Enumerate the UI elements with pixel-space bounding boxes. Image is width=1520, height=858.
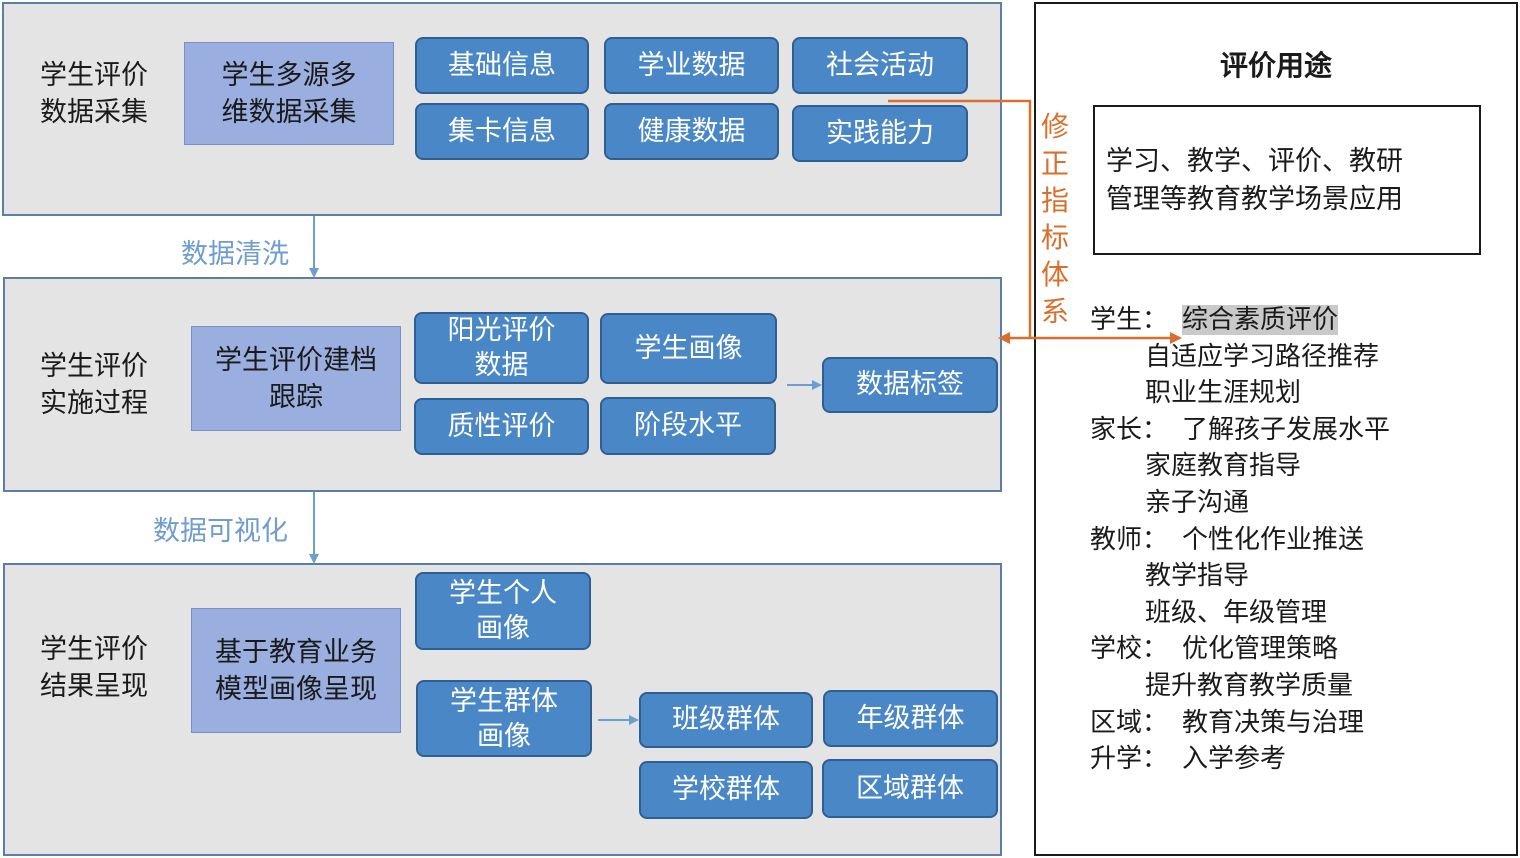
sub-process-box: 基于教育业务模型画像呈现 bbox=[191, 608, 401, 733]
usage-item: 职业生涯规划 bbox=[1145, 378, 1302, 409]
revise-char: 标 bbox=[1040, 221, 1069, 254]
group-chip: 班级群体 bbox=[639, 692, 813, 748]
stage-title: 学生评价 数据采集 bbox=[40, 57, 170, 131]
usage-item: 了解孩子发展水平 bbox=[1182, 414, 1391, 445]
revise-index-label: 修 正 指 标 体 系 bbox=[1038, 108, 1072, 330]
usage-item: 家庭教育指导 bbox=[1145, 451, 1302, 482]
chip-label: 健康数据 bbox=[637, 115, 746, 147]
usage-item: 入学参考 bbox=[1182, 744, 1287, 775]
usage-item: 班级、年级管理 bbox=[1145, 597, 1328, 628]
data-chip: 学生画像 bbox=[600, 313, 777, 384]
usage-item: 优化管理策略 bbox=[1182, 634, 1339, 665]
chip-label: 学生个人画像 bbox=[449, 578, 557, 644]
revise-char: 修 bbox=[1040, 110, 1069, 143]
revise-char: 系 bbox=[1040, 295, 1069, 328]
usage-line: 学生： 综合素质评价 bbox=[1090, 302, 1390, 339]
flow-label-visualize: 数据可视化 bbox=[153, 516, 288, 547]
stage-title-line: 数据采集 bbox=[40, 97, 148, 128]
revise-char: 指 bbox=[1040, 184, 1069, 217]
chip-label: 学校群体 bbox=[672, 774, 780, 805]
data-chip: 阶段水平 bbox=[600, 397, 776, 455]
stage-title-line: 学生评价 bbox=[40, 634, 148, 665]
stage-title-line: 实施过程 bbox=[40, 388, 148, 419]
usage-line: 家庭教育指导 bbox=[1090, 448, 1390, 485]
chip-label: 基础信息 bbox=[448, 49, 556, 81]
portrait-chip: 学生个人画像 bbox=[415, 572, 591, 650]
data-chip: 学业数据 bbox=[604, 37, 779, 94]
usage-item: 教育决策与治理 bbox=[1182, 707, 1365, 738]
flow-label-clean: 数据清洗 bbox=[181, 239, 289, 270]
chip-label: 学业数据 bbox=[637, 49, 746, 81]
usage-scene-box bbox=[1093, 105, 1481, 255]
chip-label: 阶段水平 bbox=[634, 410, 742, 441]
group-chip: 学校群体 bbox=[639, 761, 813, 819]
usage-item: 亲子沟通 bbox=[1145, 487, 1250, 518]
usage-role: 升学： bbox=[1090, 744, 1169, 775]
chip-label: 学生画像 bbox=[634, 332, 743, 364]
usage-list: 学生： 综合素质评价 自适应学习路径推荐 职业生涯规划 家长： 了解孩子发展水平 家… bbox=[1090, 302, 1390, 778]
usage-item: 自适应学习路径推荐 bbox=[1145, 341, 1380, 372]
usage-line: 亲子沟通 bbox=[1090, 485, 1390, 522]
sub-process-box: 学生评价建档跟踪 bbox=[191, 326, 401, 431]
sub-process-label: 学生多源多维数据采集 bbox=[221, 59, 357, 128]
usage-role: 学生： bbox=[1090, 305, 1169, 335]
data-tag-box: 数据标签 bbox=[822, 357, 998, 413]
chip-label: 年级群体 bbox=[856, 702, 965, 734]
data-chip: 集卡信息 bbox=[415, 103, 589, 160]
chip-label: 数据标签 bbox=[856, 369, 964, 400]
chip-label: 学生群体画像 bbox=[450, 685, 558, 752]
usage-item: 教学指导 bbox=[1145, 561, 1250, 592]
chip-label: 实践能力 bbox=[826, 117, 934, 149]
stage-title: 学生评价 结果呈现 bbox=[40, 631, 170, 705]
usage-line: 班级、年级管理 bbox=[1090, 595, 1390, 632]
usage-title: 评价用途 bbox=[1219, 49, 1332, 82]
portrait-chip: 学生群体画像 bbox=[416, 680, 592, 757]
usage-line: 区域： 教育决策与治理 bbox=[1090, 705, 1390, 742]
chip-label: 阳光评价数据 bbox=[447, 315, 556, 381]
data-chip: 社会活动 bbox=[792, 37, 968, 94]
usage-item: 综合素质评价 bbox=[1182, 305, 1339, 335]
sub-process-label: 基于教育业务模型画像呈现 bbox=[215, 636, 377, 705]
stage-title-line: 结果呈现 bbox=[40, 671, 148, 702]
data-chip: 阳光评价数据 bbox=[414, 312, 589, 384]
revise-char: 体 bbox=[1040, 258, 1069, 291]
chip-label: 社会活动 bbox=[826, 49, 934, 81]
usage-line: 学校： 优化管理策略 bbox=[1090, 631, 1390, 668]
sub-process-label: 学生评价建档跟踪 bbox=[215, 344, 377, 413]
sub-process-box: 学生多源多维数据采集 bbox=[184, 42, 394, 145]
data-chip: 基础信息 bbox=[415, 37, 589, 94]
stage-title-line: 学生评价 bbox=[40, 60, 148, 91]
usage-item: 个性化作业推送 bbox=[1182, 524, 1365, 555]
usage-line: 家长： 了解孩子发展水平 bbox=[1090, 412, 1390, 449]
usage-role: 区域： bbox=[1090, 707, 1169, 738]
group-chip: 年级群体 bbox=[823, 690, 998, 747]
stage-title-line: 学生评价 bbox=[40, 351, 148, 382]
chip-label: 区域群体 bbox=[856, 772, 964, 804]
stage-title: 学生评价 实施过程 bbox=[40, 348, 170, 422]
usage-line: 职业生涯规划 bbox=[1090, 375, 1390, 412]
usage-line: 教师： 个性化作业推送 bbox=[1090, 522, 1390, 559]
data-chip: 质性评价 bbox=[414, 398, 589, 455]
usage-role: 教师： bbox=[1090, 524, 1169, 555]
data-chip: 健康数据 bbox=[604, 103, 779, 160]
usage-role: 学校： bbox=[1090, 634, 1169, 665]
usage-scene-text: 学习、教学、评价、教研 管理等教育教学场景应用 bbox=[1106, 143, 1403, 219]
usage-line: 教学指导 bbox=[1090, 558, 1390, 595]
usage-item: 提升教育教学质量 bbox=[1145, 670, 1354, 701]
usage-scene-line: 学习、教学、评价、教研 bbox=[1106, 146, 1403, 177]
usage-line: 自适应学习路径推荐 bbox=[1090, 339, 1390, 376]
usage-role: 家长： bbox=[1090, 414, 1169, 445]
usage-scene-line: 管理等教育教学场景应用 bbox=[1106, 184, 1403, 215]
chip-label: 集卡信息 bbox=[448, 115, 556, 147]
usage-line: 升学： 入学参考 bbox=[1090, 741, 1390, 778]
data-chip: 实践能力 bbox=[792, 105, 968, 162]
chip-label: 班级群体 bbox=[672, 704, 780, 735]
chip-label: 质性评价 bbox=[447, 410, 556, 442]
group-chip: 区域群体 bbox=[822, 759, 998, 818]
revise-char: 正 bbox=[1040, 147, 1069, 180]
usage-line: 提升教育教学质量 bbox=[1090, 668, 1390, 705]
